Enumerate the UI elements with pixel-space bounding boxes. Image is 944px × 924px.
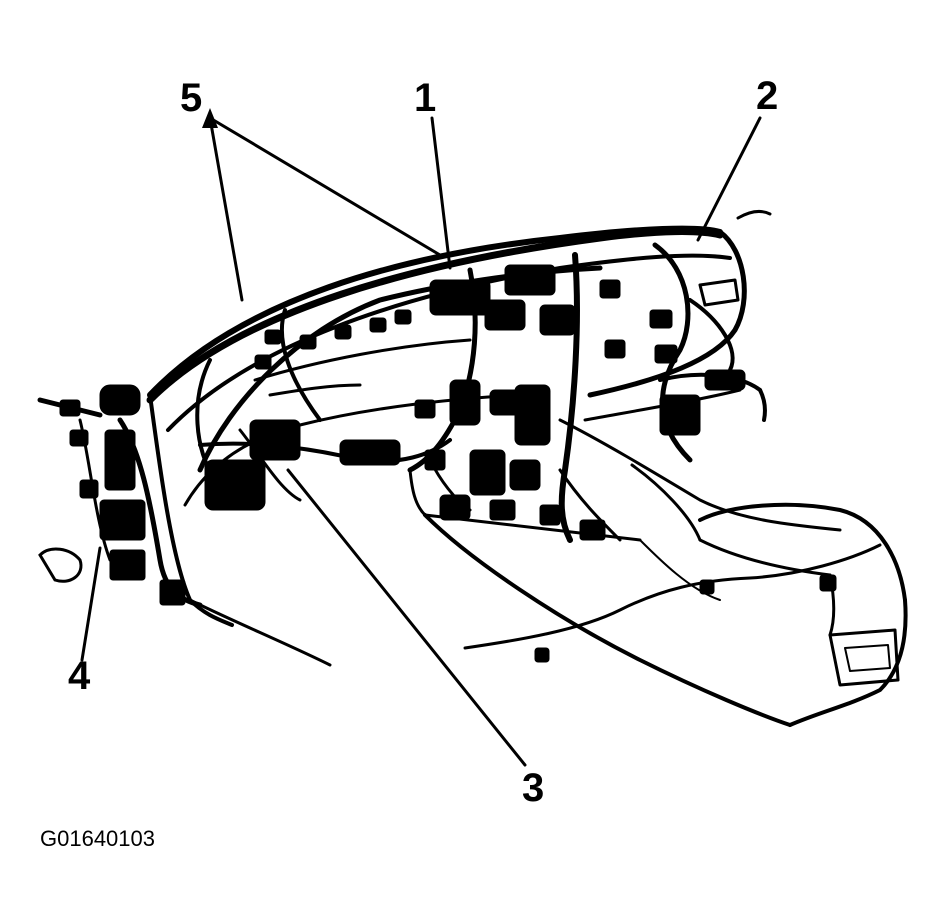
leader-line-1: [430, 116, 452, 270]
callout-3: 3: [522, 766, 545, 810]
leader-line-3: [286, 468, 527, 767]
callout-2: 2: [756, 74, 779, 118]
figure-id-label: G01640103: [40, 826, 155, 851]
callout-1: 1: [414, 76, 437, 120]
leader-line-5a: [208, 116, 244, 302]
left-pillar: [148, 393, 332, 667]
leader-line-2: [696, 116, 762, 242]
connectors: [38, 264, 837, 663]
center-console: [408, 418, 908, 727]
callout-5: 5: [180, 76, 203, 120]
leader-arrowheads: [202, 108, 218, 128]
callout-4: 4: [68, 654, 91, 698]
leader-lines: [80, 116, 762, 767]
leader-line-4: [80, 546, 102, 662]
leader-line-5b: [208, 116, 442, 257]
